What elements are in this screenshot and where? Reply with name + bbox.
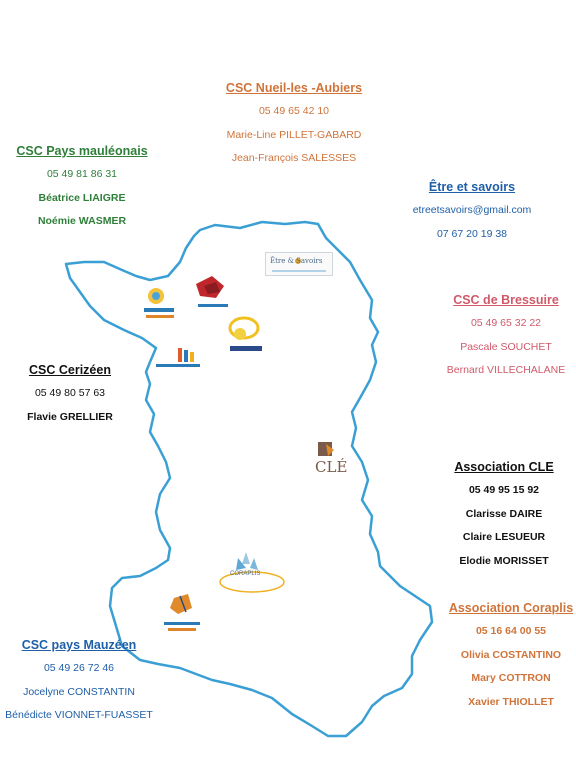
association-coraplis-person-3: Xavier THIOLLET [468, 695, 554, 708]
csc-bressuire-person-2: Bernard VILLECHALANE [446, 364, 566, 376]
csc-cerizeen-phone: 05 49 80 57 63 [34, 387, 106, 399]
csc-cerizeen-logo-graphic [156, 348, 200, 367]
cle-logo: CLÉ [312, 440, 350, 480]
csc-mauzeen-person-2: Bénédicte VIONNET-FUASSET [5, 709, 153, 721]
csc-mauzeen-phone: 05 49 26 72 46 [43, 662, 115, 674]
map-outline [64, 220, 434, 738]
csc-nueil-phone: 05 49 65 42 10 [258, 105, 330, 117]
etre-savoirs-logo-text: Être & Savoirs [270, 257, 323, 265]
csc-cerizeen-block: CSC Cerizéen 05 49 80 57 63 Flavie GRELL… [4, 363, 136, 434]
association-coraplis-person-2: Mary COTTRON [471, 672, 551, 684]
coraplis-logo-graphic [219, 552, 285, 593]
association-cle-person-1: Clarisse DAIRE [465, 507, 543, 520]
csc-mauzeen-person-1: Jocelyne CONSTANTIN [23, 685, 135, 698]
csc-nueil-title: CSC Nueil-les -Aubiers [225, 81, 363, 95]
csc-nueil-person-2: Jean-François SALESSES [231, 152, 357, 164]
csc-nueil-person-1: Marie-Line PILLET-GABARD [226, 128, 362, 141]
csc-cerizeen-person-1: Flavie GRELLIER [27, 410, 113, 423]
etre-savoirs-phone: 07 67 20 19 38 [436, 227, 508, 240]
csc-bressuire-logo-graphic [228, 316, 262, 351]
association-cle-person-2: Claire LESUEUR [462, 531, 546, 543]
association-cle-phone: 05 49 95 15 92 [468, 484, 540, 496]
coraplis-logo: CORAPLIS [216, 548, 286, 596]
etre-savoirs-logo-graphic [272, 258, 326, 272]
csc-nueil-logo [190, 274, 232, 314]
association-coraplis-phone: 05 16 64 00 55 [475, 625, 547, 637]
csc-nueil-logo-graphic [196, 276, 228, 307]
csc-mauleonais-logo-graphic [144, 288, 174, 318]
association-coraplis-block: Association Coraplis 05 16 64 00 55 Oliv… [428, 601, 576, 719]
csc-mauzeen-logo-graphic [164, 594, 200, 631]
csc-bressuire-logo [222, 314, 264, 358]
association-coraplis-title: Association Coraplis [448, 601, 574, 615]
csc-mauzeen-title: CSC pays Mauzéen [21, 638, 137, 652]
csc-mauleonais-person-2: Noémie WASMER [37, 215, 127, 227]
csc-bressuire-person-1: Pascale SOUCHET [460, 340, 552, 353]
csc-mauleonais-phone: 05 49 81 86 31 [46, 168, 118, 180]
csc-cerizeen-title: CSC Cerizéen [29, 363, 111, 377]
etre-savoirs-logo [265, 252, 333, 276]
coraplis-logo-text: CORAPLIS [230, 571, 261, 577]
csc-mauleonais-title: CSC Pays mauléonais [16, 144, 148, 158]
csc-bressuire-title: CSC de Bressuire [453, 293, 559, 307]
association-cle-person-3: Elodie MORISSET [459, 554, 549, 567]
csc-bressuire-block: CSC de Bressuire 05 49 65 32 22 Pascale … [426, 293, 576, 388]
association-coraplis-person-1: Olivia COSTANTINO [460, 648, 562, 661]
csc-nueil-block: CSC Nueil-les -Aubiers 05 49 65 42 10 Ma… [196, 81, 392, 176]
csc-bressuire-phone: 05 49 65 32 22 [470, 317, 542, 329]
csc-cerizeen-logo [152, 346, 204, 372]
association-cle-block: Association CLE 05 49 95 15 92 Clarisse … [428, 460, 576, 578]
association-cle-title: Association CLE [454, 460, 554, 474]
cle-logo-text: CLÉ [315, 458, 348, 476]
csc-mauleonais-block: CSC Pays mauléonais 05 49 81 86 31 Béatr… [2, 144, 162, 239]
etre-savoirs-block: Être et savoirs etreetsavoirs@gmail.com … [388, 180, 556, 251]
csc-mauzeen-logo [158, 592, 206, 636]
csc-mauleonais-logo [136, 282, 180, 326]
etre-savoirs-email[interactable]: etreetsavoirs@gmail.com [412, 204, 532, 216]
csc-mauzeen-block: CSC pays Mauzéen 05 49 26 72 46 Jocelyne… [2, 638, 156, 733]
cle-logo-graphic [318, 442, 334, 456]
csc-mauleonais-person-1: Béatrice LIAIGRE [38, 191, 126, 204]
etre-savoirs-title: Être et savoirs [428, 180, 516, 194]
